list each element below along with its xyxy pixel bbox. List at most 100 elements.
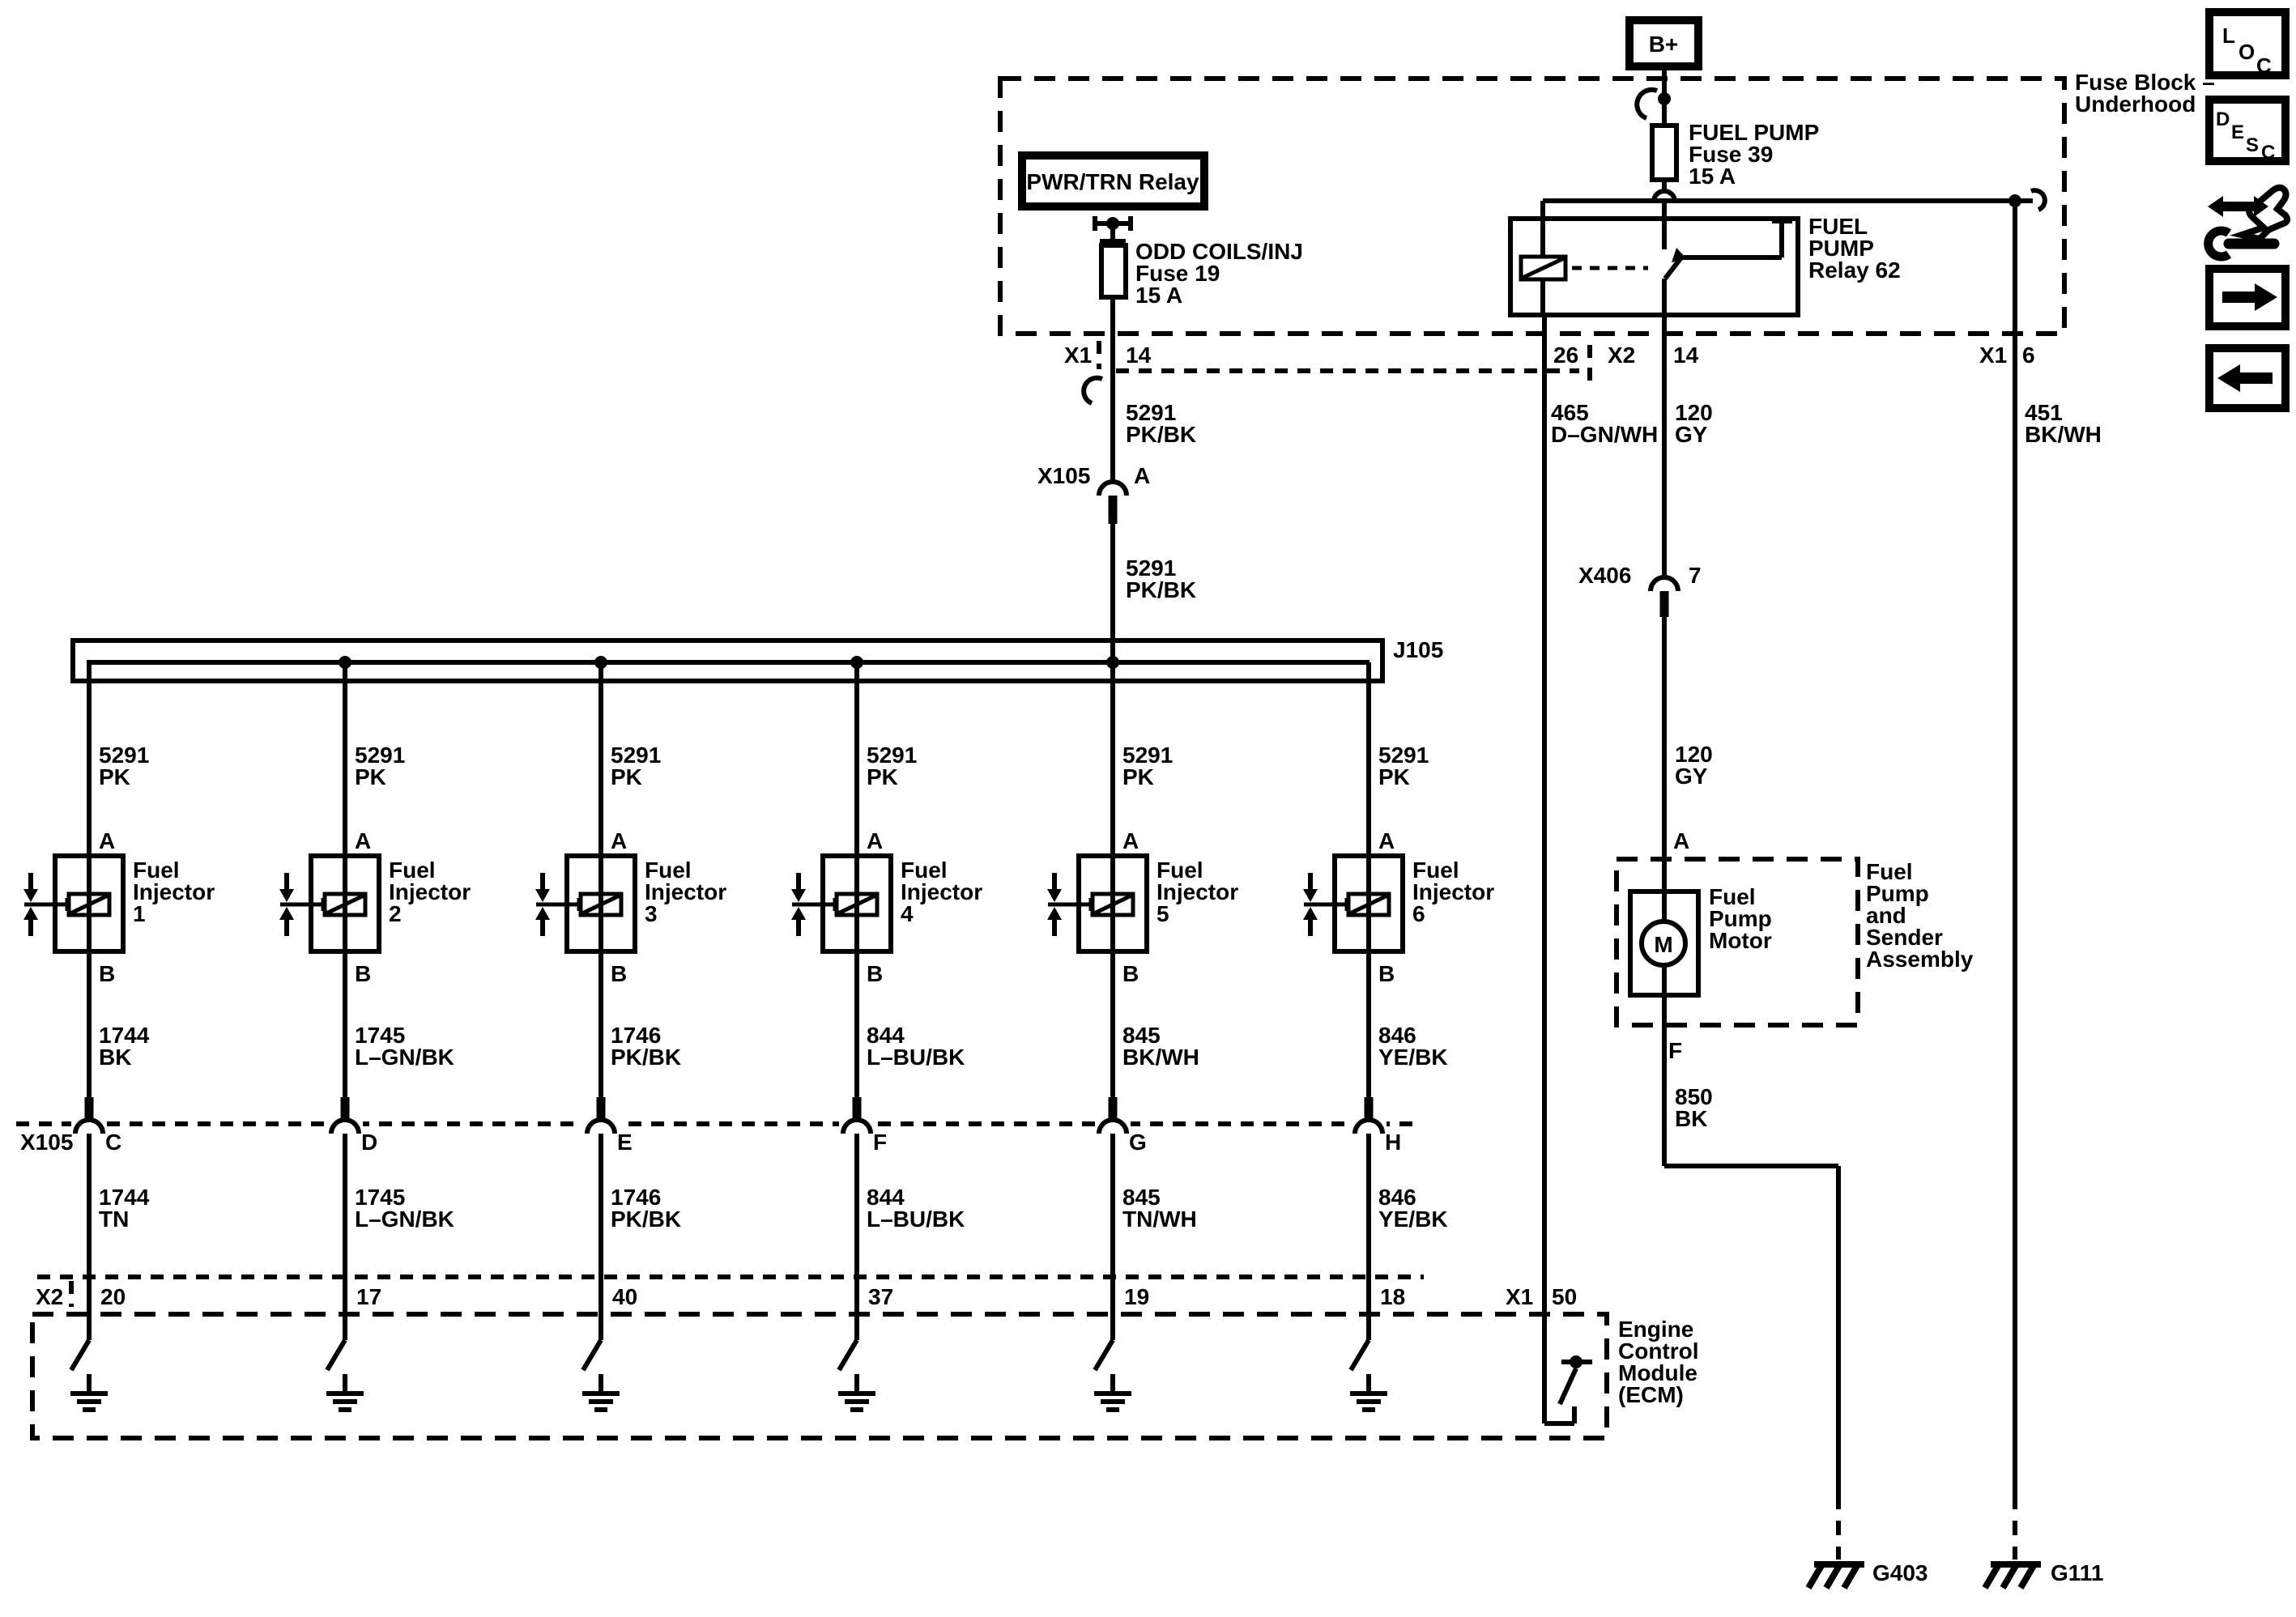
conn-label: X1 xyxy=(1064,343,1092,368)
relay-output-terminal-symbol xyxy=(1093,216,1133,248)
assembly-label: Sender xyxy=(1866,925,1943,950)
fuse-block-underhood-box xyxy=(998,76,2067,336)
injector-2: 5291 PK A Fuel Injector 2 B 1745 L–GN/BK… xyxy=(279,662,471,1410)
wire-color: PK xyxy=(1122,764,1154,789)
fuse19-symbol xyxy=(1099,243,1128,300)
ecm-pin-row xyxy=(37,1274,1424,1307)
wire-number: 5291 xyxy=(611,743,661,768)
x105-row-label: X105 xyxy=(20,1130,73,1155)
injector-number: 5 xyxy=(1157,901,1169,926)
injector-6: 5291 PK A Fuel Injector 6 B 846 YE/BK H … xyxy=(1303,662,1494,1410)
ecm-label: (ECM) xyxy=(1618,1382,1684,1407)
ground-leads xyxy=(1836,1495,2017,1560)
fuse19-circuit xyxy=(1081,216,1133,662)
injector-name: Fuel xyxy=(901,857,948,883)
wire-number: 120 xyxy=(1675,742,1713,767)
wire-number: 845 xyxy=(1122,1023,1161,1048)
wire-number: 846 xyxy=(1378,1023,1416,1048)
x105-pin: E xyxy=(617,1130,633,1155)
fuse-block-label: Underhood xyxy=(2075,91,2196,117)
x406-connector-icon xyxy=(1648,575,1680,617)
injector-name: Injector xyxy=(133,879,215,904)
pin-b-label: B xyxy=(99,961,115,986)
sidebar: L O C D E S C xyxy=(2204,8,2291,412)
pin-label: 6 xyxy=(2022,343,2035,368)
pwr-trn-relay-label: PWR/TRN Relay xyxy=(1026,169,1199,194)
wire-color: BK/WH xyxy=(1122,1045,1199,1070)
wire-color: YE/BK xyxy=(1378,1206,1448,1232)
wire-color: L–BU/BK xyxy=(867,1045,965,1070)
fuse39-id: Fuse 39 xyxy=(1689,142,1773,167)
j105-label: J105 xyxy=(1393,637,1443,662)
wire-color: PK/BK xyxy=(611,1045,681,1070)
wire-color: PK xyxy=(1378,764,1410,789)
ecm-pin: 19 xyxy=(1124,1284,1149,1309)
wire-color: PK xyxy=(355,764,386,789)
repair-instructions-icon[interactable] xyxy=(2204,184,2291,262)
ground-g111-icon xyxy=(1982,1561,2041,1590)
fuse19-rating: 15 A xyxy=(1135,283,1182,308)
wire-color: L–GN/BK xyxy=(355,1206,454,1232)
fuse39-name: FUEL PUMP xyxy=(1689,120,1819,145)
wire-120-run xyxy=(1648,315,1680,921)
pin-b-label: B xyxy=(1122,961,1139,986)
left-arrow-icon xyxy=(2217,364,2240,392)
fuel-pump-assembly-box xyxy=(1614,857,1860,1028)
fuse39-rating: 15 A xyxy=(1689,164,1736,189)
injector-name: Injector xyxy=(645,879,726,904)
assembly-label: and xyxy=(1866,903,1906,928)
ecm-driver-50-icon xyxy=(1544,1355,1592,1426)
wire-number: 1745 xyxy=(355,1023,405,1048)
fuel-pump-relay xyxy=(1508,216,1800,317)
wire-color: BK xyxy=(1675,1106,1707,1131)
ecm-pin: 17 xyxy=(356,1284,381,1309)
wire-color: PK/BK xyxy=(611,1206,681,1232)
forward-button[interactable] xyxy=(2205,265,2290,330)
wire-number: 5291 xyxy=(867,743,917,768)
conn-label: X105 xyxy=(1037,463,1090,488)
injector-name: Injector xyxy=(1157,879,1238,904)
injector-4: 5291 PK A Fuel Injector 4 B 844 L–BU/BK … xyxy=(791,662,982,1410)
desc-letter: S xyxy=(2246,134,2259,156)
b-plus-box: B+ xyxy=(1625,16,1702,70)
j105-junction-dots xyxy=(339,656,1119,669)
pin-a-label: A xyxy=(611,828,627,853)
desc-button[interactable]: D E S C xyxy=(2205,96,2290,165)
injector-number: 4 xyxy=(901,901,914,926)
injector-5: 5291 PK A Fuel Injector 5 B 845 BK/WH G … xyxy=(1047,662,1238,1410)
fuse39-circuit xyxy=(1634,66,1679,249)
pin-a-label: A xyxy=(1378,828,1395,853)
ecm-x2-label: X2 xyxy=(36,1284,63,1309)
conn-label: X1 xyxy=(1506,1284,1533,1309)
wire-number: 120 xyxy=(1675,400,1713,425)
wire-number: 844 xyxy=(867,1185,905,1210)
connector-dashed-link xyxy=(1097,341,1592,384)
wire-color: PK xyxy=(867,764,898,789)
wire-number: 465 xyxy=(1551,400,1589,425)
b-plus-label: B+ xyxy=(1649,32,1679,57)
assembly-label: Pump xyxy=(1866,881,1929,906)
wire-number: 1744 xyxy=(99,1185,150,1210)
wire-color: PK xyxy=(99,764,130,789)
wire-color: GY xyxy=(1675,422,1708,447)
wire-color: TN/WH xyxy=(1122,1206,1197,1232)
back-button[interactable] xyxy=(2205,344,2290,412)
pump-pin-f: F xyxy=(1668,1038,1682,1063)
injector-name: Fuel xyxy=(389,857,436,883)
pump-motor-label: Motor xyxy=(1709,928,1772,953)
ground-g403-icon xyxy=(1805,1561,1864,1590)
conn-label: X1 xyxy=(1979,343,2007,368)
injector-name: Injector xyxy=(1412,879,1494,904)
loc-button[interactable]: L O C xyxy=(2205,8,2290,79)
wire-number: 5291 xyxy=(99,743,149,768)
fuse19-id: Fuse 19 xyxy=(1135,261,1220,286)
wire-color: L–GN/BK xyxy=(355,1045,454,1070)
conn-label: X406 xyxy=(1578,563,1631,588)
wire-number: 5291 xyxy=(1122,743,1173,768)
wire-color: TN xyxy=(99,1206,129,1232)
x105-pin: D xyxy=(361,1130,377,1155)
ecm-label: Engine xyxy=(1618,1317,1693,1342)
pwr-trn-relay-box: PWR/TRN Relay xyxy=(1018,151,1208,211)
injector-3: 5291 PK A Fuel Injector 3 B 1746 PK/BK E… xyxy=(535,662,726,1410)
